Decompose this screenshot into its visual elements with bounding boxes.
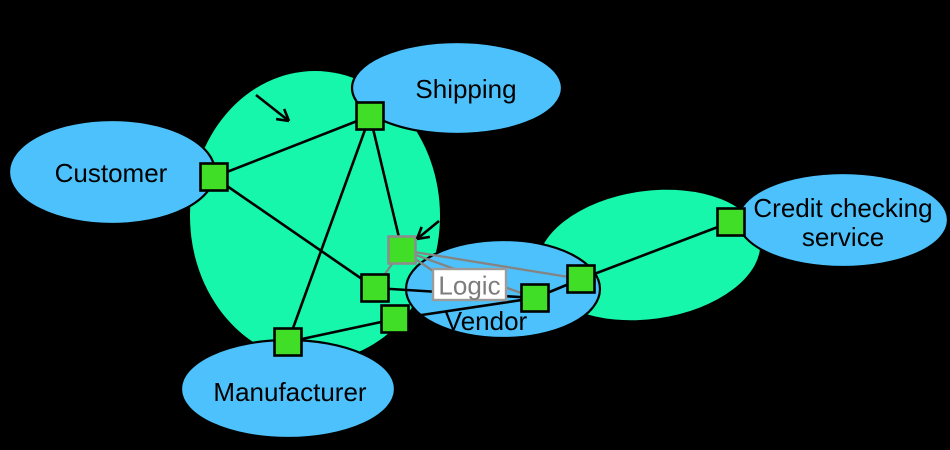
entity-shipping bbox=[350, 40, 564, 136]
label-shipping: Shipping bbox=[415, 74, 516, 104]
edge-vendor-port-lower-to-vendor-port-right bbox=[394, 296, 536, 321]
vendor-port-right bbox=[520, 283, 550, 313]
vendor-port-outer bbox=[566, 264, 596, 294]
label-vendor: Vendor bbox=[445, 306, 528, 336]
edge-customer-port-to-vendor-port-upper bbox=[213, 175, 376, 290]
edge-vendor-port-outer-to-credit-port bbox=[580, 220, 732, 281]
arrow-into-left-process-icon bbox=[255, 93, 291, 123]
logic-port bbox=[387, 235, 417, 265]
edge-shipping-port-to-logic-port bbox=[368, 115, 404, 251]
label-logic: Logic bbox=[438, 271, 500, 301]
logic-label-box bbox=[431, 267, 508, 302]
vendor-port-upper bbox=[360, 273, 390, 303]
credit-port bbox=[716, 207, 746, 237]
edge-shipping-port-to-manufacturer-port bbox=[286, 115, 372, 343]
shipping-port bbox=[355, 101, 385, 131]
vendor-port-lower bbox=[380, 304, 410, 334]
label-customer: Customer bbox=[55, 158, 168, 188]
label-manufacturer: Manufacturer bbox=[213, 377, 367, 407]
arrow-into-logic-port-icon bbox=[415, 219, 440, 241]
manufacturer-port bbox=[273, 327, 303, 357]
edge-logic-port-to-vendor-port-outer bbox=[401, 248, 582, 281]
edge-customer-port-to-shipping-port bbox=[213, 114, 371, 179]
edge-manufacturer-port-to-vendor-port-lower bbox=[287, 317, 396, 344]
customer-port bbox=[199, 162, 229, 192]
